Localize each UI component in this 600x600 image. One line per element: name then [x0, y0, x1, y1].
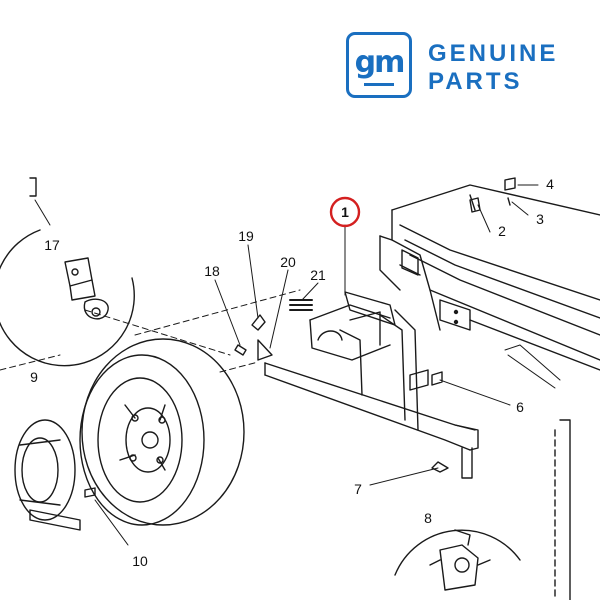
- callout-20: 20: [280, 254, 296, 270]
- callout-8: 8: [424, 510, 432, 526]
- leader-lines: [34, 184, 539, 546]
- gm-genuine-parts-brand: gm GENUINE PARTS: [346, 32, 586, 102]
- vehicle-frame: [379, 184, 600, 600]
- detail-circle-8: [394, 529, 521, 591]
- callout-1-highlight: [329, 196, 361, 228]
- bolt-10-icon: [84, 487, 96, 498]
- callout-2: 2: [498, 223, 506, 239]
- brand-line-parts: PARTS: [428, 68, 523, 95]
- callout-labels: 1 2 3 4 6 7 8 10 17 18 19 20 21 9: [30, 176, 554, 569]
- detail-circle-17: [0, 177, 135, 367]
- gm-logo: gm: [346, 32, 412, 98]
- tow-frame: [264, 291, 479, 479]
- knob-19-icon: [251, 314, 266, 331]
- tire-wheel: [79, 338, 245, 526]
- callout-19: 19: [238, 228, 254, 244]
- callout-21: 21: [310, 267, 326, 283]
- callout-18: 18: [204, 263, 220, 279]
- brand-line-genuine: GENUINE: [428, 40, 559, 67]
- gm-logo-text: gm: [354, 45, 406, 80]
- small-parts: [234, 299, 449, 473]
- callout-1: 1: [341, 204, 349, 220]
- brake-rotor: [14, 419, 96, 531]
- callout-3: 3: [536, 211, 544, 227]
- hardware-2-3-4: [469, 177, 516, 213]
- callout-partial: 9: [30, 369, 38, 385]
- callout-7: 7: [354, 481, 362, 497]
- callout-10: 10: [132, 553, 148, 569]
- callout-17: 17: [44, 237, 60, 253]
- callout-4: 4: [546, 176, 554, 192]
- dashed-lines: [0, 289, 301, 373]
- callout-6: 6: [516, 399, 524, 415]
